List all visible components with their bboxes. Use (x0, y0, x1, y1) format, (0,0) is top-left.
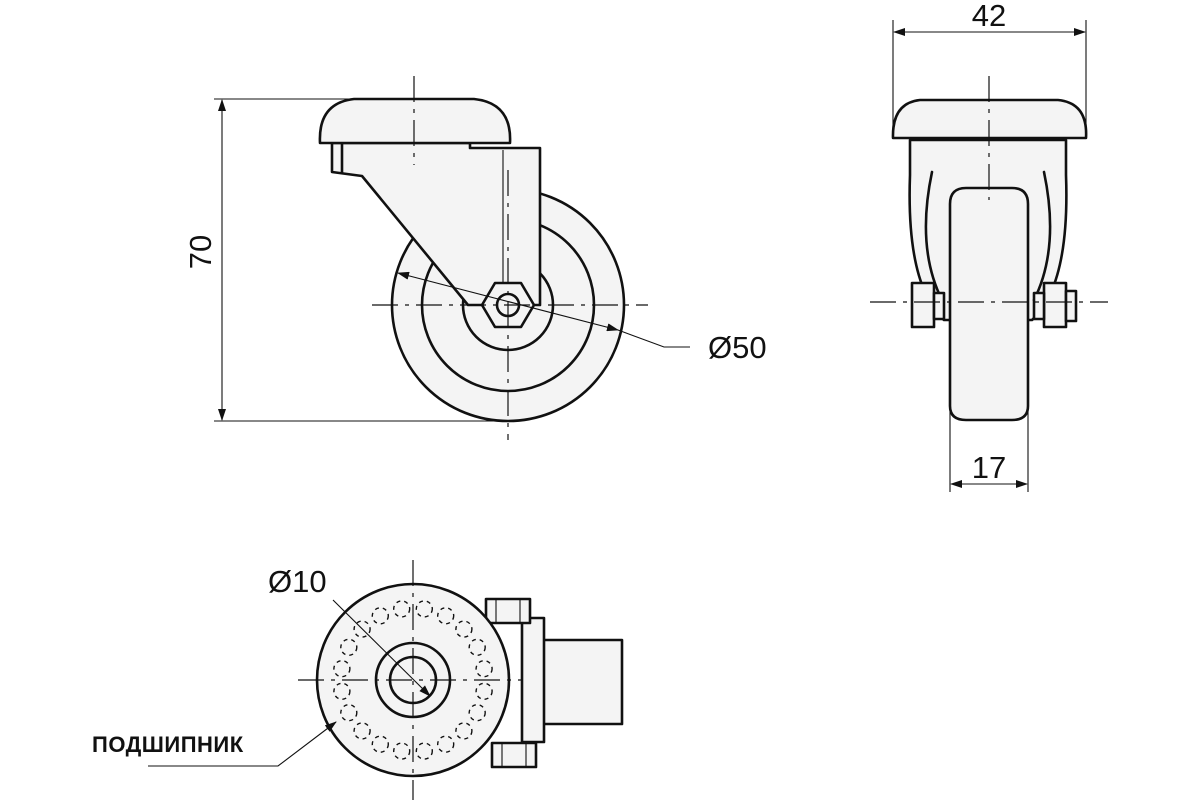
bearing-ball (455, 722, 473, 740)
front-nut-left (910, 281, 936, 329)
bearing-ball (371, 735, 389, 753)
bearing-ball (353, 620, 371, 638)
wheel-diameter-text: Ø50 (708, 330, 767, 365)
front-wheel (948, 186, 1030, 422)
bottom-nut-bottom (490, 741, 538, 769)
bottom-view: Ø10 ПОДШИПНИК (92, 560, 624, 800)
front-view: 42 17 (870, 0, 1108, 492)
side-top-plate (318, 97, 512, 145)
bearing-ball (437, 607, 455, 625)
bearing-label: ПОДШИПНИК (92, 732, 244, 757)
bearing-ball (455, 620, 473, 638)
bearing-ball (415, 600, 433, 618)
bearing-balls (333, 600, 493, 760)
bearing-ball (340, 704, 358, 722)
bearing-ball (468, 638, 486, 656)
height-dimension-text: 70 (183, 235, 218, 269)
bearing-ball (437, 735, 455, 753)
bearing-ball (393, 742, 411, 760)
front-top-plate (891, 98, 1088, 140)
bottom-nut-top (484, 597, 532, 625)
overall-width-dimension-text: 42 (972, 0, 1006, 33)
axle-diameter-text: Ø10 (268, 564, 327, 599)
front-nut-right (1042, 281, 1068, 329)
bearing-ball (371, 607, 389, 625)
wheel-diameter-leader (397, 271, 619, 332)
bearing-ball (340, 638, 358, 656)
bearing-ball (475, 682, 493, 700)
bearing-ball (468, 704, 486, 722)
side-view: 70 Ø50 (183, 76, 767, 440)
bearing-ball (333, 660, 351, 678)
bearing-leader (148, 721, 337, 767)
bearing-ball (353, 722, 371, 740)
bearing-ball (333, 682, 351, 700)
wheel-width-dimension-text: 17 (972, 450, 1006, 485)
bearing-ball (475, 660, 493, 678)
bearing-ball (393, 600, 411, 618)
axle-diameter-leader (332, 599, 431, 697)
bearing-ball (415, 742, 433, 760)
bottom-bracket-body (536, 638, 624, 726)
